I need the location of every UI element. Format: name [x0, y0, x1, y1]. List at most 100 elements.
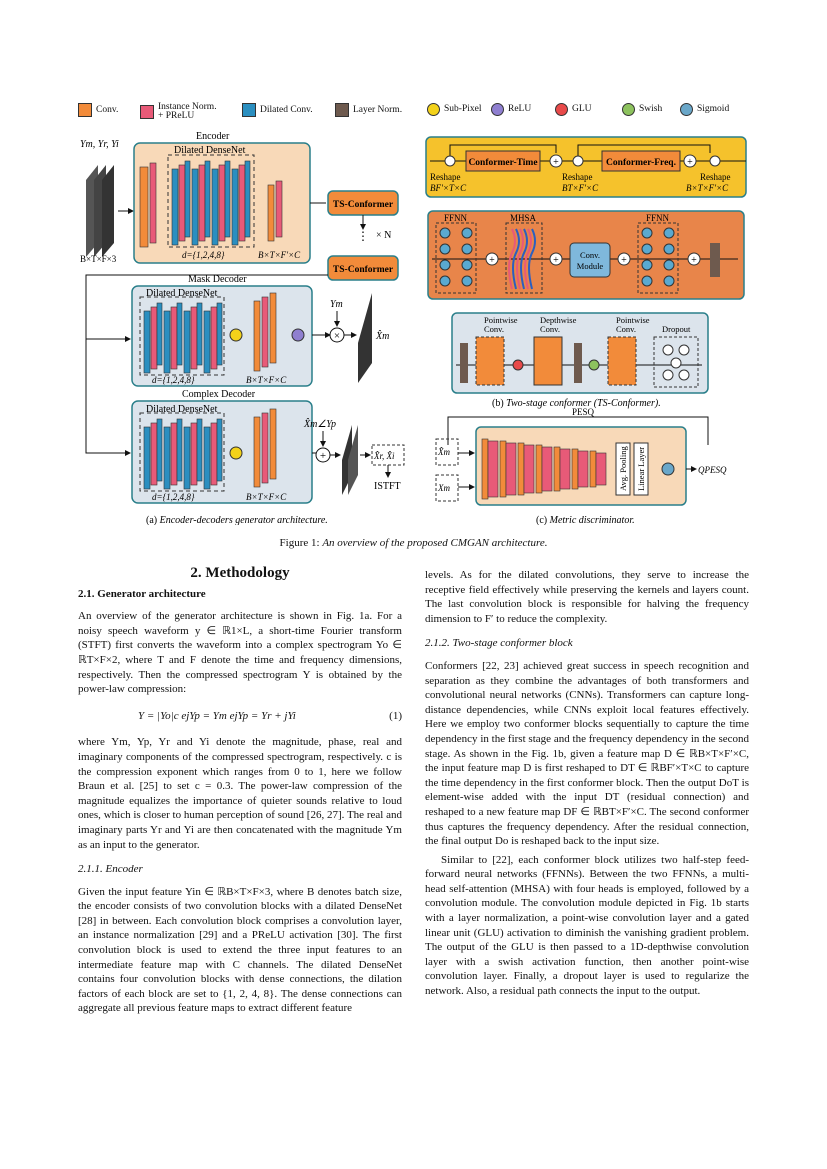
legend-item: Instance Norm. + PReLU: [140, 102, 217, 121]
paragraph: Similar to [22], each conformer block ut…: [425, 853, 749, 998]
layer-block: [210, 422, 218, 486]
svg-text:Conv.: Conv.: [484, 324, 504, 334]
layer-block: [156, 418, 163, 482]
svg-text:× N: × N: [376, 230, 391, 241]
legend-swatch: [680, 103, 693, 116]
ffnn-node: [461, 259, 473, 271]
layer-block: [143, 310, 151, 374]
svg-text:×: ×: [334, 330, 340, 342]
svg-text:Reshape: Reshape: [700, 172, 731, 182]
mhsa-head: [528, 228, 536, 290]
legend-item: Swish: [622, 103, 662, 116]
layer-block: [143, 426, 151, 490]
legend-swatch: [427, 103, 440, 116]
subsubsection-conformer: 2.1.2. Two-stage conformer block: [425, 637, 573, 650]
svg-text:+: +: [687, 157, 693, 168]
layer-block: [176, 418, 183, 482]
input-spectrogram: [86, 165, 114, 257]
layer-block: [261, 412, 269, 484]
svg-text:Xm: Xm: [437, 483, 450, 493]
ffnn-node: [641, 275, 653, 287]
legend-label: Conv.: [96, 104, 119, 115]
legend-swatch: [622, 103, 635, 116]
legend-label: Dilated Conv.: [260, 104, 313, 115]
paragraph: An overview of the generator architectur…: [78, 610, 402, 696]
svg-text:d={1,2,4,8}: d={1,2,4,8}: [152, 492, 195, 502]
mhsa-head: [508, 228, 516, 290]
ffnn-node: [461, 243, 473, 255]
layer-block: [150, 422, 158, 486]
conv-module-block: [569, 242, 611, 278]
legend-swatch: [555, 103, 568, 116]
layer-block: [190, 422, 198, 486]
layer-block: [139, 166, 149, 248]
cmgan-architecture-figure: Ym, Yr, Yi B×T×F×3 Encoder Dilated Dense…: [80, 131, 747, 525]
legend-label: Instance Norm. + PReLU: [158, 102, 217, 121]
svg-text:X̂m∠Yp: X̂m∠Yp: [303, 417, 336, 430]
paragraph: where Ym, Yp, Yr and Yi denote the magni…: [78, 736, 402, 851]
layer-block: [218, 164, 226, 242]
paragraph: Conformers [22, 23] achieved great succe…: [425, 659, 749, 848]
svg-text:QPESQ: QPESQ: [698, 465, 727, 475]
ffnn-node: [439, 259, 451, 271]
svg-text:Conv.: Conv.: [616, 324, 636, 334]
legend-swatch: [242, 103, 256, 117]
layer-block: [269, 292, 277, 364]
legend-item: Sigmoid: [680, 103, 729, 116]
layer-block: [589, 450, 597, 488]
layer-block: [231, 168, 239, 246]
layer-block: [269, 408, 277, 480]
encoder-title: Encoder: [196, 131, 230, 142]
svg-text:TS-Conformer: TS-Conformer: [333, 265, 394, 275]
ffnn-node: [641, 243, 653, 255]
legend-label: GLU: [572, 104, 592, 114]
layer-block: [178, 164, 186, 242]
layer-block: [541, 446, 553, 492]
legend-item: GLU: [555, 103, 592, 116]
paragraph: Given the input feature Yin ∈ ℝB×T×F×3, …: [78, 885, 402, 1015]
svg-text:X̂m: X̂m: [437, 447, 450, 457]
caption-c: (c) Metric discriminator.: [536, 515, 635, 525]
ffnn-node: [461, 227, 473, 239]
legend-label: Sub-Pixel: [444, 104, 482, 114]
svg-text:Dilated DenseNet: Dilated DenseNet: [146, 404, 218, 415]
legend-label: Sigmoid: [697, 104, 730, 114]
svg-text:Conformer-Time: Conformer-Time: [468, 158, 537, 168]
layer-block: [577, 450, 589, 488]
svg-text:Mask Decoder: Mask Decoder: [188, 274, 247, 285]
layer-block: [203, 426, 211, 490]
legend-item: Conv.: [78, 103, 118, 117]
layer-block: [517, 442, 525, 496]
legend-item: ReLU: [491, 103, 531, 116]
layer-block: [183, 426, 191, 490]
svg-text:Ym: Ym: [330, 299, 343, 310]
layer-block: [163, 310, 171, 374]
mask-output-spectrogram: [358, 293, 372, 383]
ffnn-node: [439, 227, 451, 239]
layer-block: [196, 418, 203, 482]
layer-block: [196, 302, 203, 366]
svg-text:FFNN: FFNN: [444, 213, 468, 223]
svg-text:B×T×F×C: B×T×F×C: [246, 492, 287, 502]
layer-block: [216, 418, 223, 482]
svg-text:ISTFT: ISTFT: [374, 481, 401, 492]
svg-text:MHSA: MHSA: [510, 213, 537, 223]
svg-text:TS-Conformer: TS-Conformer: [333, 200, 394, 210]
svg-text:+: +: [320, 450, 326, 462]
ffnn-node: [663, 259, 675, 271]
svg-text:BT×F'×C: BT×F'×C: [562, 183, 599, 193]
layer-block: [499, 440, 507, 498]
layer-block: [198, 164, 206, 242]
svg-text:Pointwise: Pointwise: [616, 315, 650, 325]
svg-text:Complex Decoder: Complex Decoder: [182, 389, 256, 400]
layer-block: [183, 310, 191, 374]
svg-text:Conformer-Freq.: Conformer-Freq.: [606, 158, 676, 168]
svg-text:Linear Layer: Linear Layer: [636, 447, 646, 491]
layer-block: [149, 162, 157, 244]
layer-block: [204, 160, 211, 238]
legend-item: Sub-Pixel: [427, 103, 481, 116]
conformer-freq-block: [601, 150, 681, 172]
svg-text:PESQ: PESQ: [572, 407, 595, 417]
ffnn-node: [439, 275, 451, 287]
svg-text:+: +: [553, 255, 559, 266]
